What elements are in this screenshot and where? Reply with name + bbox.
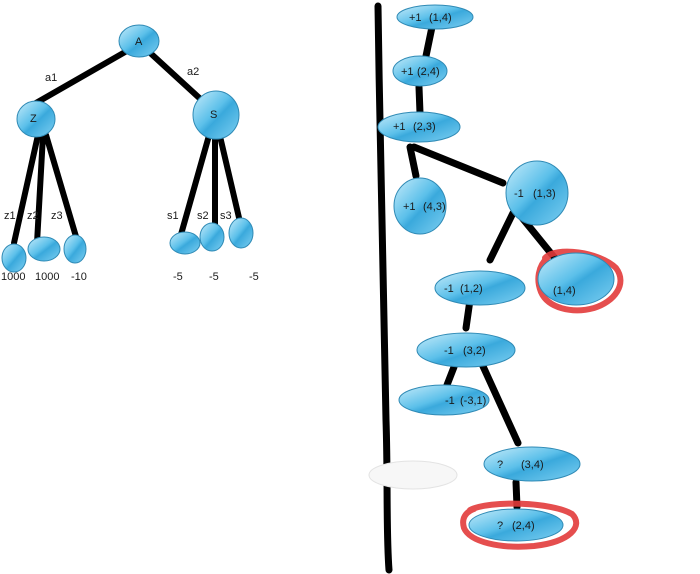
node-n1 — [396, 4, 474, 30]
edge-s3 — [216, 129, 243, 225]
node-n2 — [392, 55, 448, 87]
node-Z — [16, 100, 56, 138]
highlight-ring-n11 — [460, 500, 580, 550]
divider-line — [374, 2, 393, 574]
leaf-z1-value: 1000 — [1, 271, 25, 283]
node-S — [192, 90, 240, 140]
node-n8-value: -1 — [444, 345, 454, 357]
node-n8 — [416, 332, 516, 368]
node-n5-state: (1,3) — [533, 188, 556, 200]
leaf-s2-value: -5 — [209, 271, 219, 283]
edge-a1 — [33, 45, 135, 106]
node-Z-label: Z — [30, 113, 37, 125]
edge-s2-label: s2 — [197, 210, 209, 222]
node-n7 — [537, 252, 615, 306]
node-n2-state: (2,4) — [417, 66, 440, 78]
edge-n3-n4 — [406, 143, 420, 180]
node-n11-value: ? — [497, 520, 503, 532]
node-n3-state: (2,3) — [413, 121, 436, 133]
node-n3 — [377, 111, 461, 143]
edge-n1-n2 — [422, 23, 436, 60]
right-tree-labels: +1 (1,4) +1 (2,4) +1 (2,3) +1 (4,3) -1 (… — [393, 12, 576, 532]
node-n11 — [468, 508, 564, 542]
edge-a1-label: a1 — [45, 72, 57, 84]
node-n6 — [434, 270, 526, 306]
left-tree-labels: A Z S a1 a2 z1 z2 z3 s1 s2 s3 1000 1000 … — [1, 36, 259, 283]
node-n6-state: (1,2) — [460, 283, 483, 295]
node-n9 — [398, 384, 490, 416]
edge-n8-n9 — [443, 363, 458, 389]
leaf-z2-value: 1000 — [35, 271, 59, 283]
edge-a2-label: a2 — [187, 66, 199, 78]
node-n8-state: (3,2) — [463, 345, 486, 357]
edge-z3-label: z3 — [51, 210, 63, 222]
leaf-z2 — [27, 236, 61, 262]
node-n10 — [483, 446, 581, 482]
edge-s1-label: s1 — [167, 210, 179, 222]
node-n4 — [393, 177, 447, 235]
edge-s3-label: s3 — [220, 210, 232, 222]
faint-ghost-node — [368, 460, 458, 490]
node-A — [118, 24, 160, 58]
right-tree-edges — [406, 23, 562, 511]
leaf-s3 — [228, 217, 254, 249]
leaf-s1-value: -5 — [173, 271, 183, 283]
edge-z2 — [34, 132, 46, 246]
node-n10-value: ? — [497, 459, 503, 471]
edge-z2-label: z2 — [27, 210, 39, 222]
edge-s1 — [177, 129, 213, 241]
leaf-s1 — [169, 231, 201, 255]
node-n11-state: (2,4) — [512, 520, 535, 532]
edge-a2 — [144, 47, 210, 108]
node-n10-state: (3,4) — [521, 459, 544, 471]
node-A-label: A — [135, 36, 143, 48]
edge-z1-label: z1 — [4, 210, 16, 222]
left-tree-nodes — [1, 24, 254, 273]
node-n7-state: (1,4) — [553, 285, 576, 297]
leaf-z1 — [1, 243, 27, 273]
edge-z1 — [11, 132, 41, 246]
edge-n3-n5 — [410, 143, 507, 187]
right-tree-nodes — [377, 4, 615, 542]
edge-n2-n3 — [415, 83, 424, 117]
node-n9-state: (-3,1) — [460, 395, 486, 407]
node-n4-value: +1 — [403, 201, 416, 213]
edge-n5-n6 — [486, 209, 517, 264]
node-n6-value: -1 — [444, 283, 454, 295]
leaf-z3 — [63, 234, 87, 264]
node-n1-state: (1,4) — [429, 12, 452, 24]
node-S-label: S — [210, 109, 217, 121]
leaf-z3-value: -10 — [71, 271, 87, 283]
node-n9-value: -1 — [445, 395, 455, 407]
node-n3-value: +1 — [393, 121, 406, 133]
leaf-s2 — [199, 222, 225, 252]
node-n5-value: -1 — [514, 188, 524, 200]
edge-n8-n10 — [478, 360, 522, 447]
node-n4-state: (4,3) — [423, 201, 446, 213]
edge-z3 — [43, 132, 80, 243]
node-n2-value: +1 — [401, 66, 414, 78]
node-n5 — [505, 160, 569, 226]
node-n1-value: +1 — [409, 12, 422, 24]
leaf-s3-value: -5 — [249, 271, 259, 283]
left-tree-edges — [11, 45, 243, 246]
